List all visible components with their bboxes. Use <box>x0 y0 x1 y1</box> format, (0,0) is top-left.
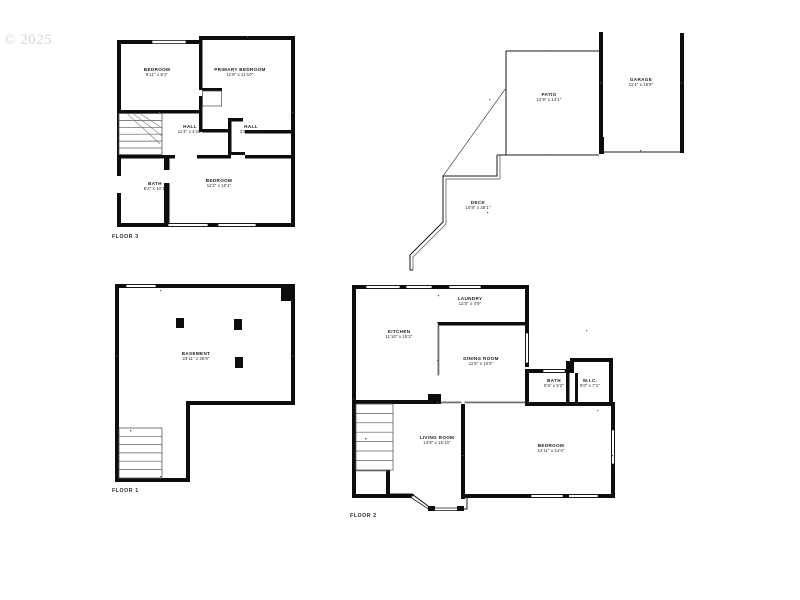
copyright-watermark: © 2025 <box>4 32 53 48</box>
basement-staircase <box>118 427 163 479</box>
floor-2-geometry <box>352 285 615 512</box>
floor-1-geometry <box>115 284 295 482</box>
floor-label-3: FLOOR 3 <box>112 234 139 240</box>
floor-label-2: FLOOR 2 <box>350 513 377 519</box>
exterior-geometry <box>409 32 684 271</box>
floor-label-1: FLOOR 1 <box>112 488 139 494</box>
floor-3-staircase <box>118 113 163 155</box>
floor-2-staircase <box>355 403 394 471</box>
floor-3-geometry <box>117 36 295 227</box>
